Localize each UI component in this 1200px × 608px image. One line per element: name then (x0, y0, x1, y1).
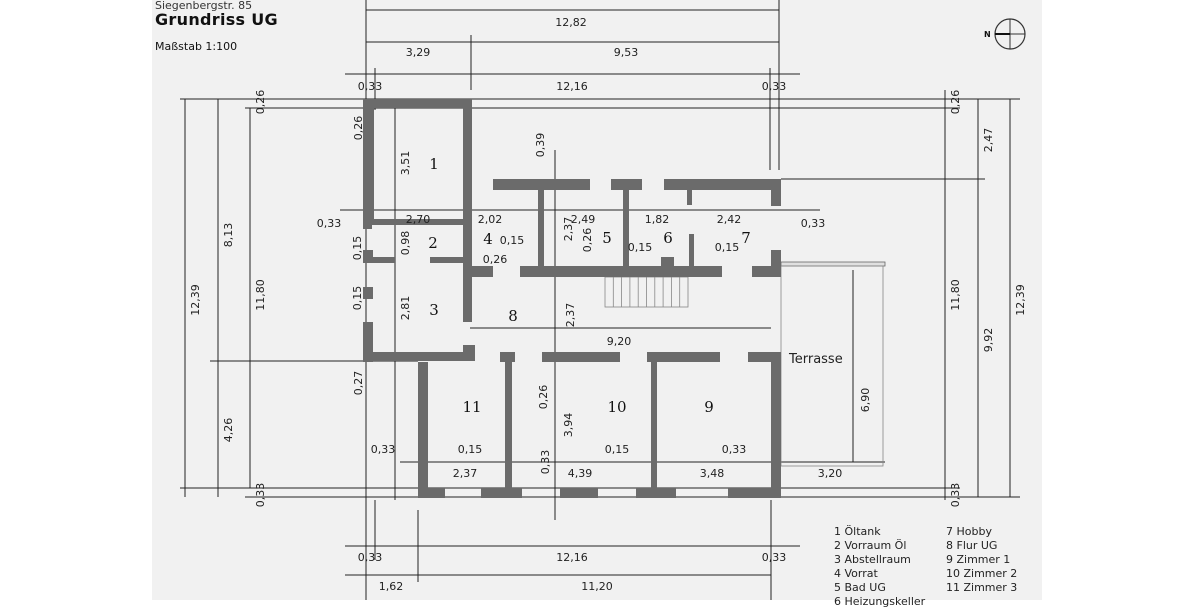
dimension-label: 0,15 (628, 241, 653, 254)
north-label: N (984, 30, 991, 39)
dimension-label: 11,80 (949, 279, 962, 311)
dimension-label: 0,33 (358, 80, 383, 93)
dimension-label: 8,13 (222, 223, 235, 248)
dimension-label: 0,26 (483, 253, 508, 266)
dimension-label: 0,33 (801, 217, 826, 230)
room-number: 6 (663, 229, 673, 247)
legend-item: 9 Zimmer 1 (946, 553, 1011, 566)
room-number: 8 (508, 307, 518, 325)
dimension-label: 9,53 (614, 46, 639, 59)
dimension-label: 6,90 (859, 388, 872, 413)
dimension-label: 0,33 (254, 483, 267, 508)
dimension-label: 2,49 (571, 213, 596, 226)
dimension-label: 9,20 (607, 335, 632, 348)
drawing-sheet (152, 0, 1042, 600)
dimension-label: 0,33 (358, 551, 383, 564)
dimension-label: 0,15 (351, 286, 364, 311)
dimension-label: 3,94 (562, 413, 575, 438)
dimension-label: 2,37 (562, 217, 575, 242)
dimension-label: 11,80 (254, 279, 267, 311)
dimension-labels: 12,82 3,29 9,53 0,33 12,16 0,33 12,39 8,13 11,80… (189, 16, 1027, 593)
room-number: 4 (483, 230, 493, 248)
dimension-label: 2,37 (453, 467, 478, 480)
room-number: 3 (429, 301, 439, 319)
room-number: 10 (607, 398, 626, 416)
dimension-label: 12,39 (1014, 284, 1027, 316)
room-legend: 1 Öltank 7 Hobby 2 Vorraum Öl 8 Flur UG 3 Ab… (834, 525, 1036, 608)
page-title: Grundriss UG (155, 10, 278, 29)
legend-item: 2 Vorraum Öl (834, 539, 907, 552)
legend-item: 7 Hobby (946, 525, 992, 538)
legend-item: 11 Zimmer 3 (946, 581, 1018, 594)
staircase (604, 276, 689, 308)
terrace-label: Terrasse (788, 352, 843, 367)
dimension-label: 2,42 (717, 213, 742, 226)
dimension-label: 0,33 (317, 217, 342, 230)
north-arrow-icon: N (984, 18, 1026, 50)
dimension-label: 12,82 (555, 16, 587, 29)
room-number: 5 (602, 229, 612, 247)
room-number: 9 (704, 398, 714, 416)
walls (363, 99, 781, 498)
legend-item: 6 Heizungskeller (834, 595, 926, 608)
dimension-label: 0,33 (762, 80, 787, 93)
dimension-label: 0,15 (605, 443, 630, 456)
dimension-label: 11,20 (581, 580, 613, 593)
dimension-label: 0,26 (537, 385, 550, 410)
dimension-label: 0,98 (399, 231, 412, 256)
legend-item: 4 Vorrat (834, 567, 878, 580)
legend-item: 10 Zimmer 2 (946, 567, 1018, 580)
dimension-label: 0,27 (352, 371, 365, 396)
dimension-label: 0,15 (351, 236, 364, 261)
scale-label: Maßstab 1:100 (155, 40, 238, 53)
room-number: 11 (462, 398, 481, 416)
dimension-label: 2,02 (478, 213, 503, 226)
legend-item: 3 Abstellraum (834, 553, 911, 566)
dimension-label: 12,16 (556, 551, 588, 564)
dimension-label: 0,33 (722, 443, 747, 456)
dimension-label: 0,26 (254, 90, 267, 115)
legend-item: 1 Öltank (834, 525, 881, 538)
dimension-label: 3,20 (818, 467, 843, 480)
dimension-label: 2,37 (564, 303, 577, 328)
legend-item (946, 595, 1036, 608)
dimension-label: 3,48 (700, 467, 725, 480)
dimension-label: 3,51 (399, 151, 412, 176)
dimension-label: 3,29 (406, 46, 431, 59)
legend-item: 8 Flur UG (946, 539, 998, 552)
dimension-label: 4,26 (222, 418, 235, 443)
address: Siegenbergstr. 85 (155, 0, 253, 12)
dimension-label: 2,70 (406, 213, 431, 226)
dimension-label: 0,33 (949, 483, 962, 508)
room-number: 7 (741, 229, 751, 247)
dimension-label: 0,26 (581, 228, 594, 253)
dimension-label: 0,33 (539, 450, 552, 475)
dimension-label: 12,39 (189, 284, 202, 316)
dimension-label: 2,81 (399, 296, 412, 321)
room-number: 2 (428, 234, 438, 252)
dimension-label: 0,15 (458, 443, 483, 456)
room-numbers: 1 2 3 4 5 6 7 8 9 10 11 (428, 155, 751, 416)
room-number: 1 (429, 155, 439, 173)
dimension-label: 0,15 (715, 241, 740, 254)
dimension-label: 1,62 (379, 580, 404, 593)
dimension-label: 12,16 (556, 80, 588, 93)
dimension-label: 0,15 (500, 234, 525, 247)
dimension-label: 4,39 (568, 467, 593, 480)
dimension-label: 0,33 (762, 551, 787, 564)
dimension-label: 0,26 (949, 90, 962, 115)
dimension-label: 0,26 (352, 116, 365, 141)
dimension-label: 1,82 (645, 213, 670, 226)
dimension-label: 0,39 (534, 133, 547, 158)
dimension-label: 9,92 (982, 328, 995, 353)
dimension-label: 2,47 (982, 128, 995, 153)
dimension-label: 0,33 (371, 443, 396, 456)
legend-item: 5 Bad UG (834, 581, 886, 594)
dimension-lines (180, 0, 1020, 600)
